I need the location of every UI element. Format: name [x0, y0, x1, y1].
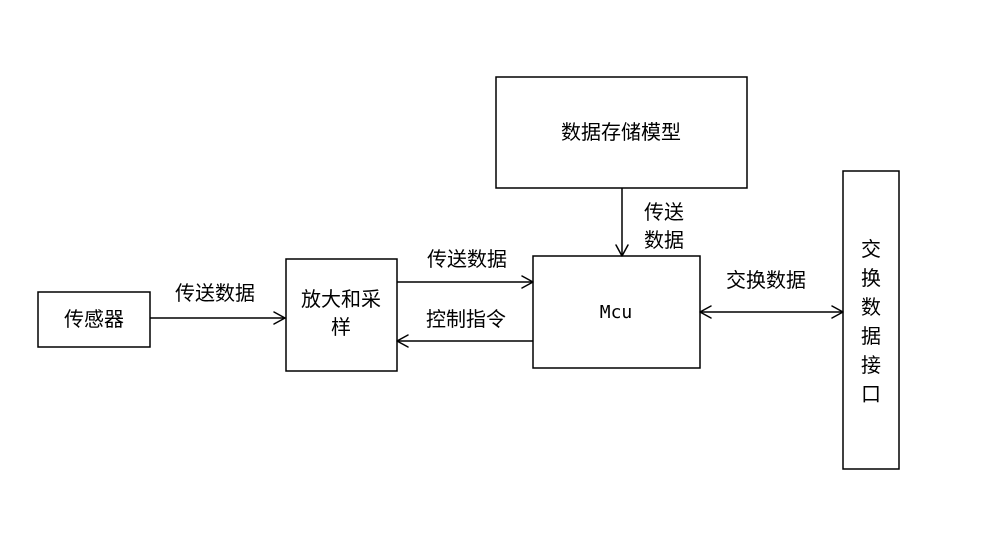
- arrow-sensor-to-amplify: 传送数据: [150, 281, 286, 325]
- amplify-sample-label-line1: 放大和采: [301, 287, 381, 311]
- arrow-storage-to-mcu: 传送 数据: [615, 188, 684, 257]
- amplify-sample-node: 放大和采 样: [285, 258, 398, 372]
- arrow-amplify-to-mcu: 传送数据: [397, 247, 534, 289]
- data-storage-label: 数据存储模型: [561, 120, 681, 144]
- edge-label-amplify-to-mcu: 传送数据: [427, 247, 507, 271]
- mcu-node: Mcu: [532, 255, 701, 369]
- interface-char-4: 据: [861, 324, 881, 348]
- edge-label-storage-to-mcu-line2: 数据: [644, 228, 684, 252]
- edge-label-storage-to-mcu-line1: 传送: [644, 200, 684, 224]
- interface-char-6: 口: [861, 382, 881, 406]
- exchange-interface-node: 交 换 数 据 接 口: [842, 170, 900, 470]
- interface-char-1: 交: [861, 237, 881, 261]
- sensor-label: 传感器: [64, 307, 124, 331]
- arrow-mcu-to-amplify: 控制指令: [396, 307, 533, 348]
- interface-char-5: 接: [861, 353, 881, 377]
- edge-label-sensor-to-amplify: 传送数据: [175, 281, 255, 305]
- edge-label-mcu-interface: 交换数据: [726, 268, 806, 292]
- interface-char-2: 换: [861, 266, 881, 290]
- arrow-mcu-interface-bidirectional: 交换数据: [699, 268, 844, 319]
- mcu-label: Mcu: [600, 302, 633, 323]
- data-storage-node: 数据存储模型: [495, 76, 748, 189]
- amplify-sample-label-line2: 样: [331, 315, 351, 339]
- edge-label-mcu-to-amplify: 控制指令: [426, 307, 506, 331]
- interface-char-3: 数: [861, 295, 881, 319]
- sensor-node: 传感器: [37, 291, 151, 348]
